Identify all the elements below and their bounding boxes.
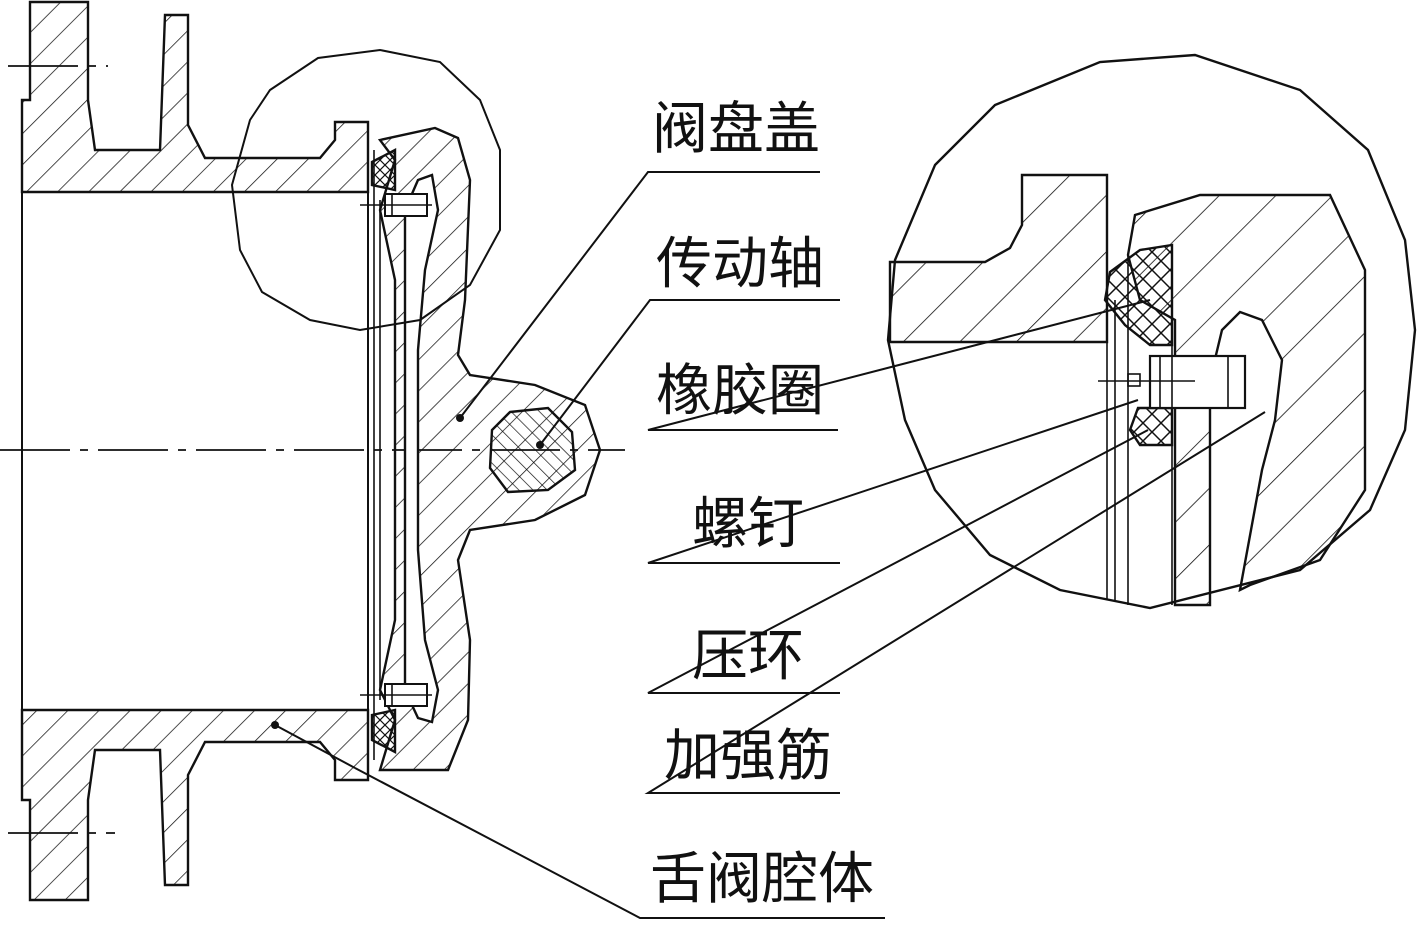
label-press-ring: 压环 [692, 624, 804, 689]
label-screw: 螺钉 [692, 492, 804, 557]
drive-shaft-section [488, 406, 577, 494]
label-disc-cover: 阀盘盖 [652, 97, 820, 162]
screw-top [360, 193, 432, 217]
label-rubber-ring: 橡胶圈 [656, 359, 824, 424]
label-drive-shaft: 传动轴 [656, 232, 824, 297]
detail-circle [230, 48, 501, 332]
detail-disc-cover [1126, 193, 1367, 607]
detail-rubber-ring [1103, 243, 1174, 347]
rubber-ring-top [370, 148, 397, 192]
leader-lines [271, 171, 1266, 919]
enlarged-detail-view [886, 53, 1417, 610]
detail-press-ring [1128, 406, 1174, 447]
label-stiffener: 加强筋 [664, 724, 832, 789]
screw-bottom [360, 683, 432, 707]
rubber-ring-bottom [370, 708, 397, 754]
detail-screw [1098, 354, 1247, 410]
valve-body [8, 0, 370, 902]
label-valve-body: 舌阀腔体 [650, 847, 874, 912]
detail-body-wall [888, 173, 1109, 344]
valve-body-top-wall [20, 0, 370, 194]
valve-body-bottom-wall [20, 708, 370, 902]
